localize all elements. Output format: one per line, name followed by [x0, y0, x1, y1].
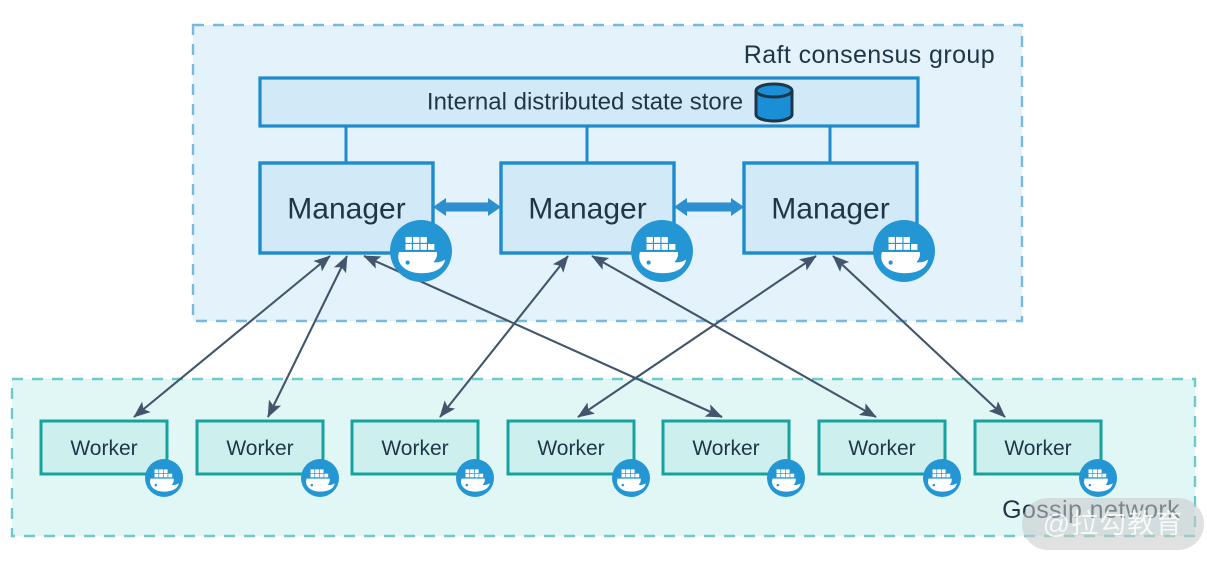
worker-label-1: Worker — [70, 437, 137, 460]
manager-worker-connections — [133, 255, 1006, 418]
worker-node-7[interactable]: Worker — [973, 419, 1117, 497]
manager-node-1[interactable]: Manager — [258, 161, 452, 282]
worker-box-1[interactable] — [39, 419, 169, 476]
watermark: @拉勾教育 — [1022, 498, 1204, 550]
worker-label-5: Worker — [692, 437, 759, 460]
manager-peer-links — [433, 198, 744, 216]
watermark-label: @拉勾教育 — [1043, 509, 1183, 539]
worker-label-3: Worker — [381, 437, 448, 460]
docker-whale-icon — [923, 459, 961, 497]
worker-box-5[interactable] — [661, 419, 791, 476]
docker-whale-icon — [145, 459, 183, 497]
manager-label-2: Manager — [528, 193, 646, 226]
worker-nodes: Worker Worker Worker Worker Worker — [39, 419, 1117, 497]
worker-node-5[interactable]: Worker — [661, 419, 805, 497]
manager-node-2[interactable]: Manager — [499, 161, 693, 282]
state-store-box[interactable] — [258, 76, 920, 128]
database-cylinder-icon — [754, 82, 794, 123]
raft-region-label: Raft consensus group — [744, 41, 995, 69]
docker-whale-icon — [873, 220, 935, 282]
connection-manager3-worker4 — [577, 255, 817, 418]
worker-label-4: Worker — [537, 437, 604, 460]
worker-node-2[interactable]: Worker — [195, 419, 339, 497]
internal-state-store-node[interactable]: Internal distributed state store — [258, 76, 920, 128]
docker-whale-icon — [301, 459, 339, 497]
manager-link-1-2 — [433, 198, 501, 216]
watermark-pill — [1022, 498, 1204, 550]
worker-box-6[interactable] — [817, 419, 947, 476]
manager-link-2-3 — [674, 198, 744, 216]
docker-whale-icon — [767, 459, 805, 497]
docker-whale-icon — [631, 220, 693, 282]
worker-node-4[interactable]: Worker — [506, 419, 650, 497]
manager-label-1: Manager — [287, 193, 405, 226]
connection-manager1-worker2 — [267, 255, 348, 418]
docker-whale-icon — [456, 459, 494, 497]
worker-label-7: Worker — [1004, 437, 1071, 460]
connection-manager3-worker7 — [832, 255, 1006, 418]
manager-node-3[interactable]: Manager — [742, 161, 935, 282]
docker-whale-icon — [1079, 459, 1117, 497]
worker-box-3[interactable] — [350, 419, 480, 476]
worker-label-6: Worker — [848, 437, 915, 460]
worker-box-7[interactable] — [973, 419, 1103, 476]
docker-whale-icon — [390, 220, 452, 282]
store-connector-group — [344, 126, 832, 163]
manager-label-3: Manager — [771, 193, 889, 226]
docker-whale-icon — [612, 459, 650, 497]
worker-box-4[interactable] — [506, 419, 636, 476]
state-store-label: Internal distributed state store — [427, 89, 743, 116]
worker-box-2[interactable] — [195, 419, 325, 476]
worker-label-2: Worker — [226, 437, 293, 460]
worker-node-1[interactable]: Worker — [39, 419, 183, 497]
worker-node-6[interactable]: Worker — [817, 419, 961, 497]
manager-nodes: Manager Manager Manager — [258, 161, 935, 282]
connection-manager2-worker3 — [439, 255, 569, 418]
worker-node-3[interactable]: Worker — [350, 419, 494, 497]
